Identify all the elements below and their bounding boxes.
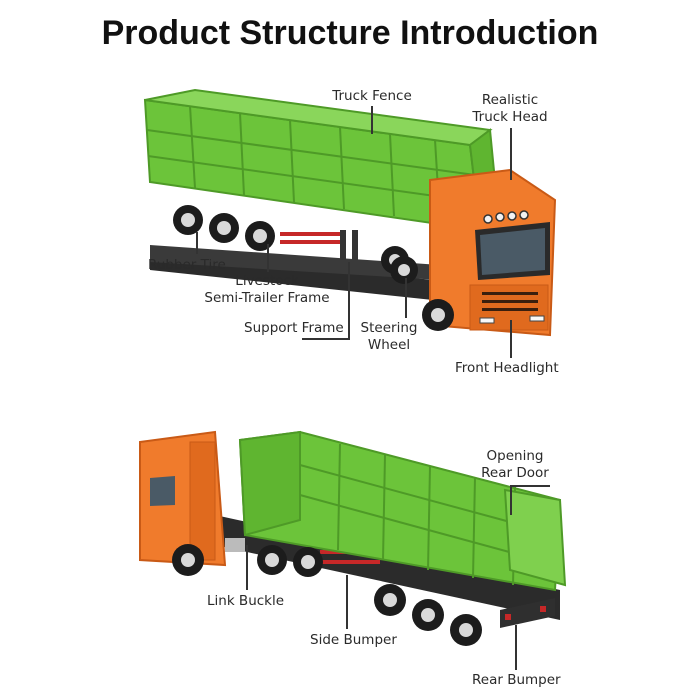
- leader-support-frame-v: [348, 262, 350, 339]
- bottom-truck-illustration: [139, 430, 567, 646]
- label-opening-rear-door: Opening Rear Door: [481, 448, 549, 481]
- leader-front-headlight: [510, 320, 512, 358]
- label-truck-fence: Truck Fence: [332, 88, 412, 104]
- label-side-bumper: Side Bumper: [310, 632, 397, 648]
- label-steering-wheel: Steering Wheel: [360, 320, 418, 353]
- leader-rubber-tire: [196, 232, 198, 254]
- leader-support-frame-h: [302, 338, 350, 340]
- label-link-buckle: Link Buckle: [207, 593, 285, 609]
- label-realistic-truck-head: Realistic Truck Head: [472, 92, 548, 125]
- leader-side-bumper: [346, 575, 348, 629]
- leader-link-buckle: [246, 545, 248, 590]
- label-support-frame: Support Frame: [244, 320, 344, 336]
- label-front-headlight: Front Headlight: [455, 360, 559, 376]
- leader-steering-wheel: [405, 278, 407, 318]
- leader-truck-head: [510, 128, 512, 180]
- leader-livestock-frame: [267, 244, 269, 272]
- label-rear-bumper: Rear Bumper: [472, 672, 561, 688]
- leader-rear-door-h: [510, 485, 550, 487]
- label-rubber-tire: Rubber Tire: [148, 257, 226, 273]
- leader-truck-fence: [371, 106, 373, 134]
- label-livestock-frame: Livestock Semi-Trailer Frame: [204, 273, 330, 306]
- top-truck-illustration: [143, 88, 557, 337]
- leader-rear-bumper: [515, 625, 517, 670]
- leader-rear-door-v: [510, 485, 512, 515]
- page-title: Product Structure Introduction: [101, 14, 599, 52]
